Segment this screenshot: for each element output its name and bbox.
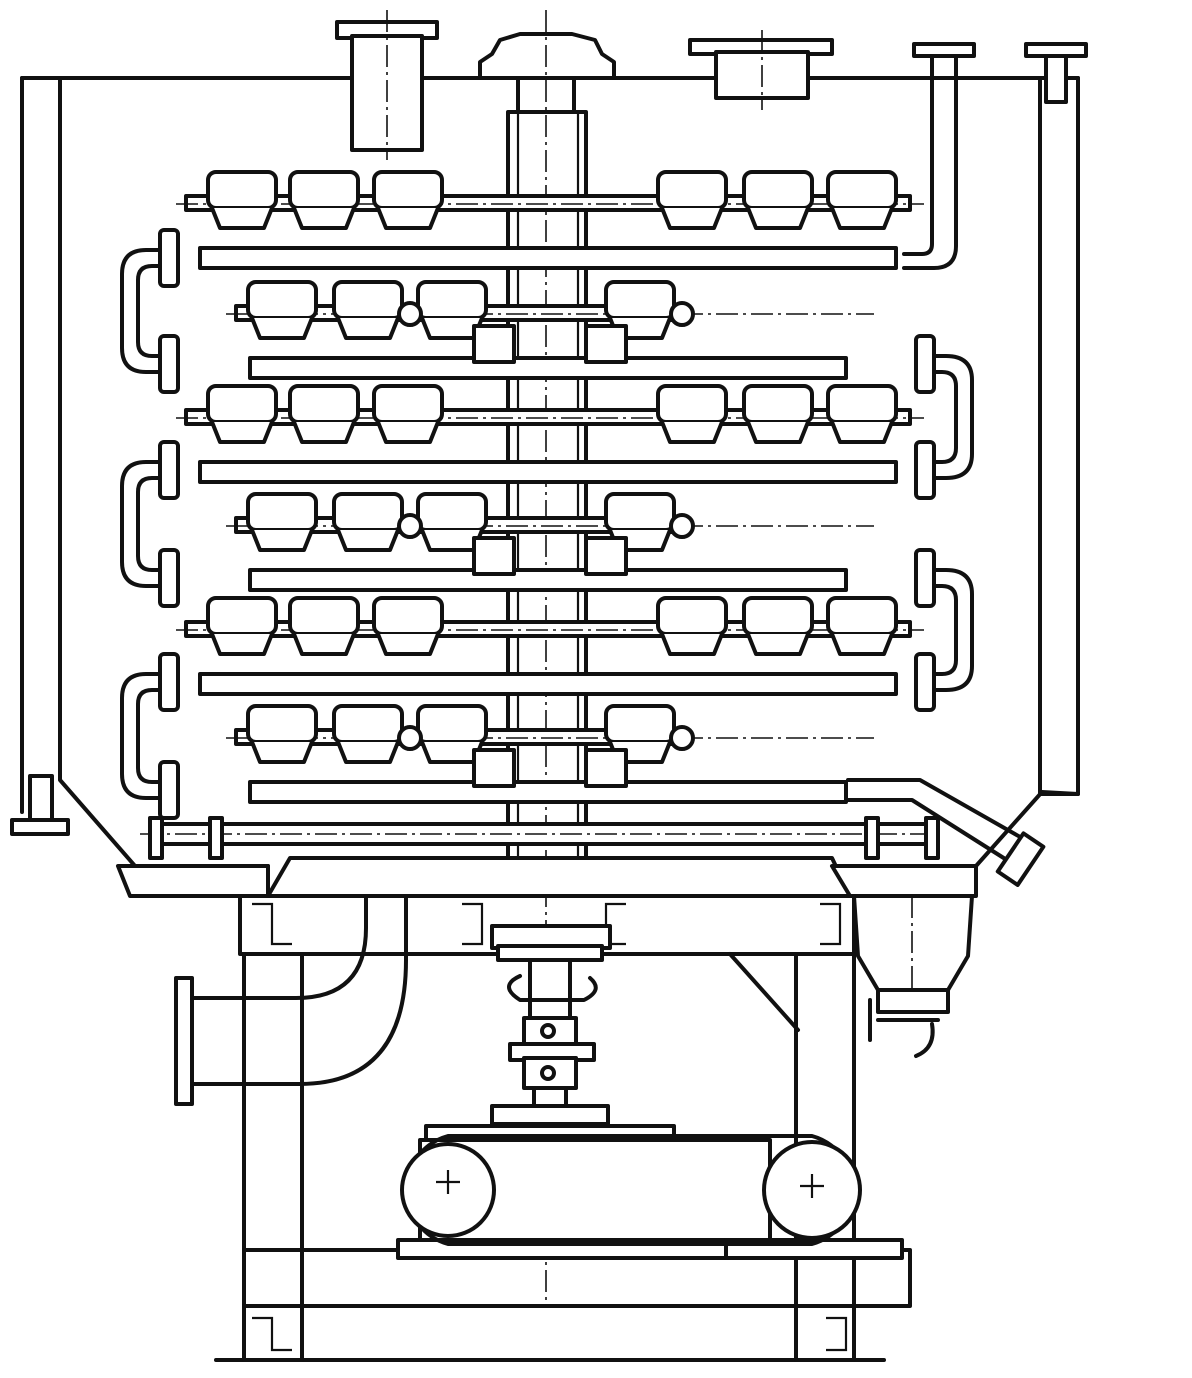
u-bend-pipe: [914, 334, 974, 500]
scraper-blade: [246, 704, 318, 764]
outlet-elbow: [174, 894, 408, 1106]
u-bend-pipe: [120, 652, 180, 820]
scraper-blade: [656, 170, 728, 230]
scraper-blade: [826, 384, 898, 444]
support-frame: [214, 894, 912, 1362]
base-plate: [116, 856, 978, 898]
scraper-blade: [246, 492, 318, 552]
u-bend-pipe: [914, 548, 974, 712]
scraper-blade: [372, 170, 444, 230]
heating-tiers: [120, 170, 974, 820]
scraper-blade: [372, 384, 444, 444]
top-nozzles: [335, 10, 1088, 270]
tier-4: [226, 492, 874, 592]
left-lug: [10, 774, 70, 836]
scraper-blade: [288, 170, 360, 230]
scraper-blade: [332, 492, 404, 552]
scraper-blade: [372, 596, 444, 656]
tier-6: [226, 704, 874, 804]
tier-5: [176, 596, 924, 696]
scraper-blade: [656, 596, 728, 656]
tier-3: [176, 384, 924, 484]
discharge-hopper: [852, 894, 974, 1058]
scraper-blade: [742, 170, 814, 230]
scraper-blade: [246, 280, 318, 340]
scraper-blade: [742, 596, 814, 656]
bottom-pipe: [140, 778, 1046, 887]
scraper-blade: [288, 596, 360, 656]
scraper-blade: [206, 384, 278, 444]
u-bend-pipe: [120, 228, 180, 394]
drive-coupling: [490, 924, 612, 1126]
tier-2: [226, 280, 874, 380]
scraper-blade: [206, 170, 278, 230]
tier-1: [176, 170, 924, 270]
scraper-blade: [656, 384, 728, 444]
scraper-blade: [742, 384, 814, 444]
scraper-blade: [288, 384, 360, 444]
scraper-blade: [826, 170, 898, 230]
scraper-blade: [332, 280, 404, 340]
scraper-blade: [826, 596, 898, 656]
scraper-blade: [206, 596, 278, 656]
u-bend-pipe: [120, 440, 180, 608]
motor-belt-drive: [396, 1124, 904, 1260]
scraper-blade: [332, 704, 404, 764]
